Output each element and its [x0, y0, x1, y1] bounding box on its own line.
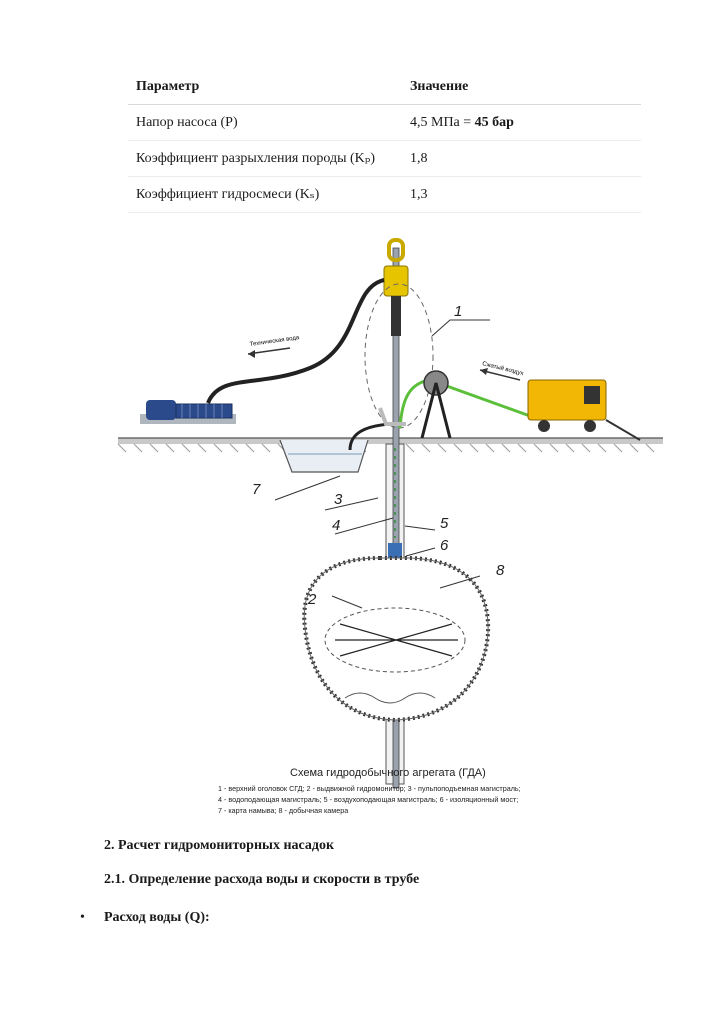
label-5: 5: [440, 515, 449, 532]
air-hose: [398, 378, 531, 429]
water-arrow: Техническая вода: [247, 335, 300, 358]
value-cell: 1,8: [402, 140, 641, 177]
slurry-pond: [279, 439, 369, 473]
list-item: • Расход воды (Q):: [80, 910, 210, 926]
label-4: 4: [332, 517, 340, 534]
bullet-marker: •: [80, 910, 85, 925]
section-heading-2-1: 2.1. Определение расхода воды и скорости…: [104, 872, 420, 887]
label-1: 1: [454, 303, 462, 320]
value-text: 1,3: [410, 186, 428, 202]
figure-caption: Схема гидродобычного агрегата (ГДА) 1 - …: [218, 767, 521, 815]
label-6: 6: [440, 537, 449, 554]
label-7: 7: [252, 481, 261, 498]
parameters-table: Параметр Значение Напор насоса (P) 4,5 М…: [128, 70, 641, 213]
caption-line: 7 - карта намыва; 8 - добычная камера: [218, 806, 348, 815]
pump-unit: [140, 400, 236, 424]
cable-reel: [420, 370, 452, 439]
caption-title: Схема гидродобычного агрегата (ГДА): [290, 767, 486, 779]
compressor: [527, 379, 641, 441]
discharge-pipe: [348, 422, 391, 451]
label-8: 8: [496, 562, 505, 579]
caption-line: 1 - верхний оголовок СГД; 2 - выдвижной …: [218, 784, 521, 793]
bullet-text: Расход воды (Q):: [104, 910, 210, 925]
label-3: 3: [334, 491, 343, 508]
water-label: Техническая вода: [249, 335, 300, 348]
top-wellhead: [364, 238, 434, 429]
value-cell: 4,5 МПа = 45 бар: [402, 104, 641, 141]
ground: [117, 437, 663, 453]
table-row: Коэффициент гидросмеси (Kₛ) 1,3: [128, 176, 641, 213]
label-2: 2: [307, 591, 317, 608]
value-text: 1,8: [410, 150, 428, 166]
value-bold: 45 бар: [474, 114, 514, 130]
param-cell: Коэффициент гидросмеси (Kₛ): [128, 176, 402, 213]
table-row: Коэффициент разрыхления породы (Kₚ) 1,8: [128, 140, 641, 177]
header-value: Значение: [402, 70, 641, 105]
caption-line: 4 - водоподающая магистраль; 5 - воздухо…: [218, 795, 518, 804]
param-cell: Коэффициент разрыхления породы (Kₚ): [128, 140, 402, 177]
air-label: Сжатый воздух: [482, 360, 525, 377]
table-header-row: Параметр Значение: [128, 70, 641, 105]
header-param: Параметр: [128, 70, 402, 105]
callout-lines: [274, 319, 490, 609]
support-frame: [378, 407, 406, 426]
air-arrow: Сжатый воздух: [479, 360, 525, 381]
hydro-mining-diagram: Техническая вода Сжатый воздух 1 2 3 4 5…: [117, 238, 663, 815]
table-row: Напор насоса (P) 4,5 МПа = 45 бар: [128, 104, 641, 141]
section-heading-2: 2. Расчет гидромониторных насадок: [104, 838, 335, 853]
value-cell: 1,3: [402, 176, 641, 213]
param-cell: Напор насоса (P): [128, 104, 402, 141]
water-hose: [206, 278, 385, 404]
value-text: 4,5 МПа =: [410, 114, 475, 130]
mining-chamber: [302, 556, 491, 723]
